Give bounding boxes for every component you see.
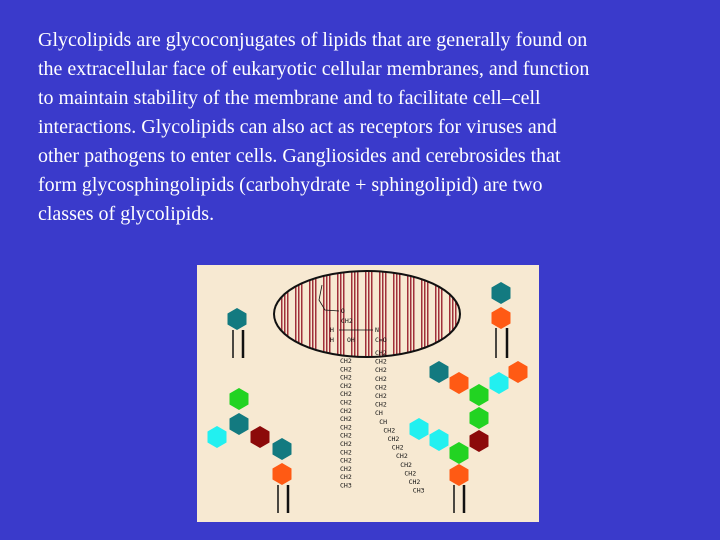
head-group-label: OH [347,336,355,344]
chain-label-right: CH [375,409,383,417]
head-group-label: H [330,326,334,334]
lipid-tails [232,328,509,513]
glycolipid-diagram: CH2CH2CH2CH2CH2CH2CH2CH2CH2CH2CH2CH2CH2C… [207,270,528,513]
chain-label-right: CH2 [375,401,387,409]
chain-label-left: CH2 [340,473,352,481]
darkred-hexagon-icon [469,430,489,452]
teal-hexagon-icon [491,282,511,304]
chain-label-right: CH2 [409,478,421,486]
cyan-hexagon-icon [489,372,509,394]
chemical-structure: CH2CH2CH2CH2CH2CH2CH2CH2CH2CH2CH2CH2CH2C… [318,284,425,495]
chain-label-left: CH2 [340,415,352,423]
membrane-ellipse [273,270,461,358]
text-line: form glycosphingolipids (carbohydrate + … [38,174,543,196]
chain-label-right: CH2 [383,426,395,434]
slide-body-text: Glycolipids are glycoconjugates of lipid… [38,26,708,229]
text-line: Glycolipids are glycoconjugates of lipid… [38,29,588,51]
orange-hexagon-icon [272,463,292,485]
chain-label-left: CH2 [340,423,352,431]
chain-label-right: CH2 [375,383,387,391]
cyan-hexagon-icon [207,426,227,448]
teal-hexagon-icon [429,361,449,383]
chain-label-right: CH2 [400,461,412,469]
chain-label-right: CH2 [404,469,416,477]
chain-label-right: CH2 [375,366,387,374]
chain-label-left: CH2 [340,382,352,390]
green-hexagon-icon [469,384,489,406]
chain-label-right: CH3 [413,487,425,495]
head-group-label: CH2 [341,317,353,325]
cyan-hexagon-icon [409,418,429,440]
green-hexagon-icon [229,388,249,410]
teal-hexagon-icon [272,438,292,460]
chain-label-right: CH2 [375,392,387,400]
sugar-residues [207,282,528,486]
orange-hexagon-icon [491,307,511,329]
green-hexagon-icon [469,407,489,429]
green-hexagon-icon [449,442,469,464]
chain-label-left: CH2 [340,457,352,465]
darkred-hexagon-icon [250,426,270,448]
sugar-link-line [318,284,340,312]
chain-label-left: CH2 [340,365,352,373]
chain-label-right: CH2 [388,435,400,443]
head-group-label: N [375,326,379,334]
chain-label-right: CH2 [375,349,387,357]
chain-label-left: CH2 [340,407,352,415]
text-line: classes of glycolipids. [38,203,215,225]
chain-label-left: CH2 [340,390,352,398]
chain-label-left: CH2 [340,357,352,365]
head-group-label: O [341,307,345,315]
head-group-label: H [330,336,334,344]
teal-hexagon-icon [229,413,249,435]
chain-label-right: CH2 [375,358,387,366]
text-line: interactions. Glycolipids can also act a… [38,116,557,138]
orange-hexagon-icon [449,372,469,394]
chain-label-left: CH2 [340,448,352,456]
cyan-hexagon-icon [429,429,449,451]
text-line: the extracellular face of eukaryotic cel… [38,58,590,80]
chain-label-left: CH2 [340,440,352,448]
chain-label-right: CH [379,418,387,426]
chain-label-right: CH2 [396,452,408,460]
chain-label-right: CH2 [375,375,387,383]
chain-label-right: CH2 [392,444,404,452]
orange-hexagon-icon [449,464,469,486]
chain-label-left: CH2 [340,432,352,440]
chain-label-left: CH2 [340,399,352,407]
chain-label-left: CH3 [340,482,352,490]
teal-hexagon-icon [227,308,247,330]
head-group-label: C=O [375,336,387,344]
text-line: to maintain stability of the membrane an… [38,87,541,109]
chain-label-left: CH2 [340,465,352,473]
chain-label-left: CH2 [340,374,352,382]
orange-hexagon-icon [508,361,528,383]
text-line: other pathogens to enter cells. Ganglios… [38,145,561,167]
